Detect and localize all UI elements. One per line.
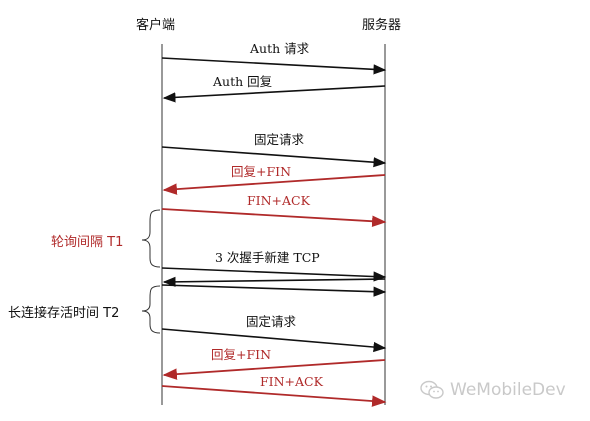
arrow-fixed-request-2 [161, 328, 387, 353]
watermark-text: WeMobileDev [450, 380, 566, 400]
client-lane-header: 客户端 [136, 18, 176, 33]
wechat-logo-icon [420, 380, 444, 399]
message-label-fixed-request-2: 固定请求 [246, 314, 297, 329]
message-label-reply-fin-2: 回复+FIN [211, 347, 272, 362]
watermark: WeMobileDev [420, 380, 566, 400]
message-label-fin-ack-1: FIN+ACK [247, 193, 310, 208]
arrow-fin-ack-2 [161, 385, 387, 407]
arrow-handshake-to-client [162, 276, 386, 287]
message-label-auth-request: Auth 请求 [250, 41, 310, 56]
arrow-auth-request [161, 57, 387, 75]
arrow-reply-fin-2 [162, 359, 386, 380]
arrow-reply-fin-1 [162, 174, 386, 195]
message-label-reply-fin-1: 回复+FIN [231, 164, 292, 179]
keepalive-interval-brace [141, 285, 161, 334]
message-label-handshake: 3 次握手新建 TCP [215, 250, 320, 265]
arrow-fixed-request-1 [161, 146, 387, 168]
polling-interval-label: 轮询间隔 T1 [51, 235, 124, 250]
arrow-auth-reply [162, 85, 386, 103]
arrow-fin-ack-1 [161, 208, 387, 227]
arrow-handshake-to-server [161, 267, 387, 282]
message-label-auth-reply: Auth 回复 [213, 74, 273, 89]
message-label-fin-ack-2: FIN+ACK [260, 374, 323, 389]
keepalive-interval-label: 长连接存活时间 T2 [8, 306, 120, 321]
arrow-handshake-ack [161, 284, 387, 297]
message-label-fixed-request-1: 固定请求 [254, 132, 305, 147]
server-lane-header: 服务器 [362, 18, 402, 33]
polling-interval-brace [141, 209, 161, 268]
